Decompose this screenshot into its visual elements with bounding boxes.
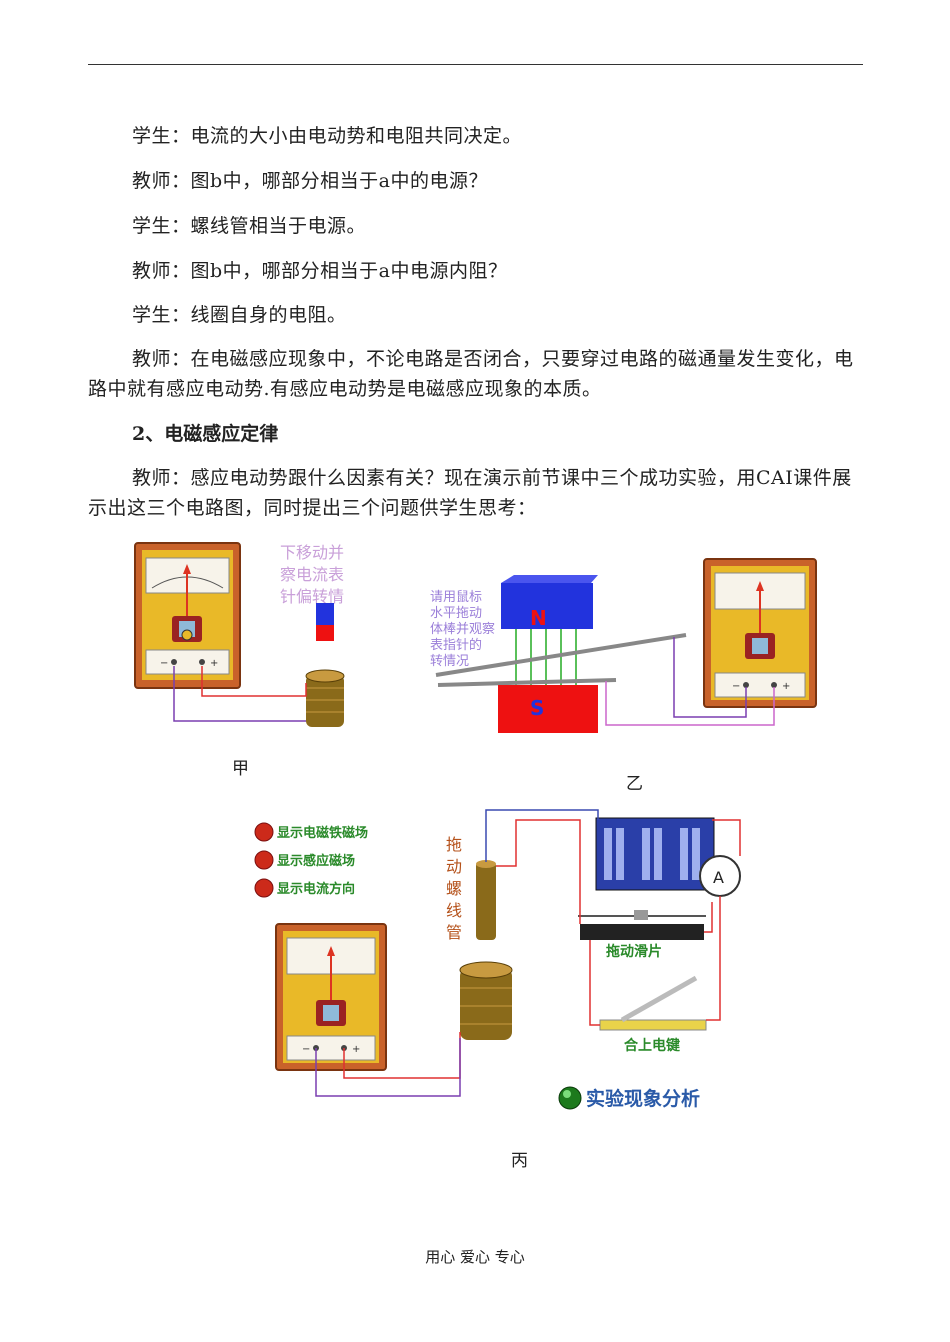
- pole-s-label: S: [530, 696, 544, 720]
- experiment-analysis-button[interactable]: 实验现象分析: [558, 1086, 700, 1110]
- show-electromagnet-field-button[interactable]: 显示电磁铁磁场: [254, 822, 368, 842]
- dialogue-line-1: 学生：电流的大小由电动势和电阻共同决定。: [132, 125, 523, 147]
- instruction-line: 水平拖动: [430, 606, 482, 621]
- rheostat[interactable]: 拖动滑片: [578, 910, 706, 960]
- page-footer: 用心 爱心 专心: [425, 1248, 525, 1266]
- drag-solenoid-char: 管: [446, 923, 462, 942]
- galvanometer: − +: [703, 558, 817, 708]
- drag-solenoid-char: 拖: [446, 835, 462, 854]
- instruction-line: 针偏转情: [280, 587, 344, 606]
- instruction-line: 体棒并观察: [430, 622, 495, 637]
- button-label: 显示感应磁场: [277, 853, 355, 869]
- instruction-line: 请用鼠标: [430, 590, 482, 605]
- instruction-line: 下移动并: [280, 543, 344, 562]
- drag-solenoid-char: 螺: [446, 879, 462, 898]
- meter-plus-label: +: [352, 1044, 360, 1055]
- section-heading: 2、电磁感应定律: [132, 423, 279, 445]
- meter-plus-label: +: [782, 681, 790, 692]
- instruction-line: 转情况: [430, 654, 469, 669]
- dialogue-line-6: 教师：在电磁感应现象中，不论电路是否闭合，只要穿过电路的磁通量发生变化，电路中就…: [88, 348, 854, 400]
- show-induced-field-button[interactable]: 显示感应磁场: [254, 850, 355, 870]
- bar-magnet[interactable]: [316, 603, 334, 641]
- galvanometer: − +: [134, 542, 241, 689]
- pole-n-label: N: [530, 606, 547, 630]
- meter-plus-label: +: [210, 658, 218, 669]
- magnet-n-pole: N: [501, 575, 598, 630]
- button-label: 显示电流方向: [277, 881, 355, 897]
- show-current-direction-button[interactable]: 显示电流方向: [254, 878, 355, 898]
- instruction-line: 察电流表: [280, 565, 344, 584]
- meter-minus-label: −: [302, 1044, 310, 1055]
- ammeter-label: A: [713, 868, 724, 887]
- dialogue-line-3: 学生：螺线管相当于电源。: [132, 215, 367, 237]
- small-solenoid[interactable]: [476, 860, 496, 940]
- instruction-line: 表指针的: [430, 637, 482, 653]
- figure-b-caption: 乙: [626, 774, 643, 794]
- dialogue-line-4: 教师：图b中，哪部分相当于a中电源内阻？: [132, 260, 508, 282]
- figure-b-diagram: 请用鼠标 水平拖动 体棒并观察 表指针的 转情况 N S − +: [430, 558, 817, 733]
- meter-minus-label: −: [160, 658, 168, 669]
- battery: [595, 817, 715, 891]
- intro-paragraph: 教师：感应电动势跟什么因素有关？现在演示前节课中三个成功实验，用CAI课件展示出…: [88, 467, 852, 519]
- switch[interactable]: 合上电键: [599, 975, 707, 1054]
- header-rule: [88, 64, 863, 65]
- magnet-s-pole: S: [498, 685, 598, 733]
- figure-c-caption: 丙: [511, 1151, 528, 1171]
- figure-a-diagram: − + 下移动并 察电流表 针偏转情: [134, 542, 345, 727]
- close-switch-label: 合上电键: [624, 1037, 681, 1054]
- drag-solenoid-char: 线: [446, 901, 462, 920]
- dialogue-line-2: 教师：图b中，哪部分相当于a中的电源？: [132, 170, 488, 192]
- galvanometer: − +: [275, 923, 387, 1071]
- dialogue-line-5: 学生：线圈自身的电阻。: [132, 304, 347, 326]
- drag-solenoid-char: 动: [446, 857, 462, 876]
- drag-slider-label: 拖动滑片: [606, 943, 662, 960]
- figure-a-caption: 甲: [232, 759, 249, 779]
- figure-c-diagram: 显示电磁铁磁场 显示感应磁场 显示电流方向 拖 动 螺 线 管 A 拖动滑片: [254, 809, 741, 1110]
- large-coil: [459, 961, 513, 1040]
- analysis-label: 实验现象分析: [586, 1087, 700, 1110]
- meter-minus-label: −: [732, 681, 740, 692]
- coil: [305, 669, 345, 727]
- ammeter: A: [699, 855, 741, 897]
- button-label: 显示电磁铁磁场: [277, 825, 368, 841]
